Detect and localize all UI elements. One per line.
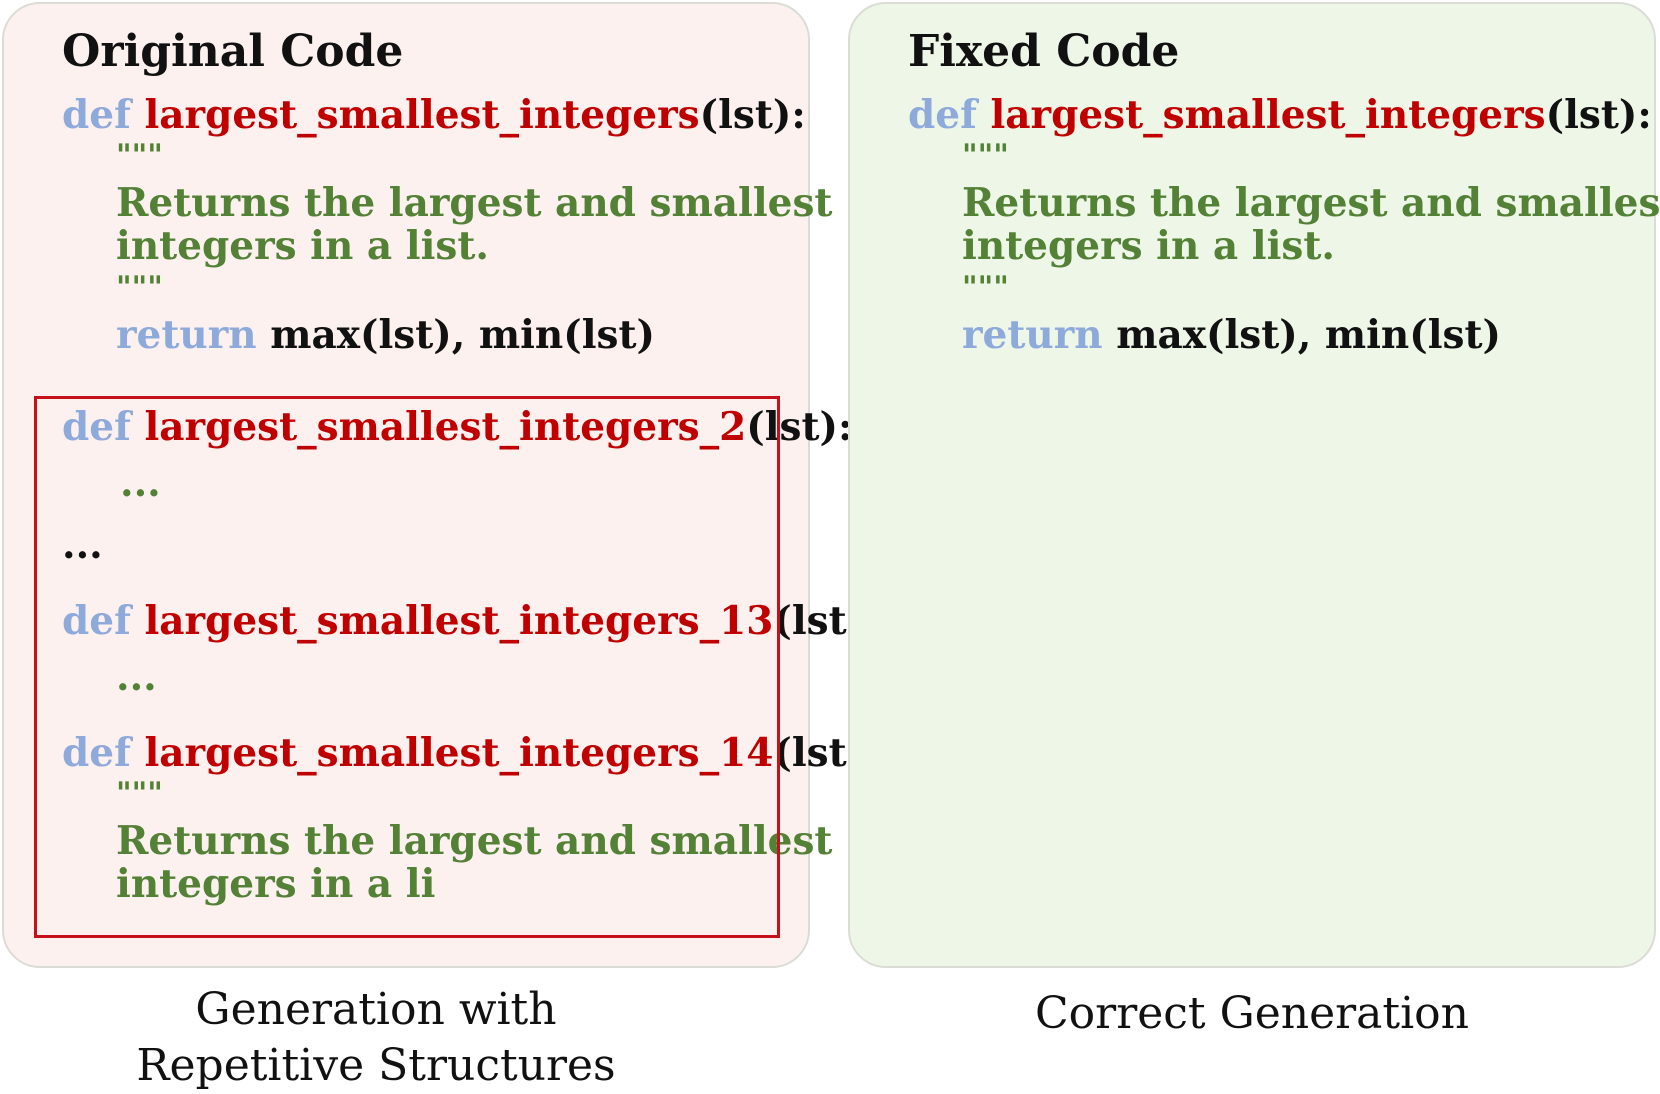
- caption-line-1: Generation with: [195, 984, 557, 1035]
- docstring-line-1: Returns the largest and smallest: [116, 818, 833, 864]
- def-keyword: def: [62, 92, 131, 138]
- docstring-open-quotes: """: [962, 138, 1009, 173]
- function-params: (lst):: [746, 404, 853, 450]
- function-name: largest_smallest_integers_13: [144, 598, 774, 644]
- left-caption: Generation with Repetitive Structures: [0, 982, 752, 1094]
- fixed-code-panel: Fixed Code def largest_smallest_integers…: [848, 2, 1660, 968]
- docstring-line-1: Returns the largest and smallest: [962, 180, 1660, 226]
- function-params: (lst):: [699, 92, 806, 138]
- docstring-close-quotes: """: [116, 270, 163, 305]
- code-line-def: def largest_smallest_integers(lst):: [908, 92, 1652, 138]
- panel-title: Original Code: [62, 26, 404, 77]
- return-keyword: return: [116, 312, 257, 358]
- docstring-line-2: integers in a list.: [962, 223, 1335, 269]
- function-params: (lst):: [1545, 92, 1652, 138]
- function-name: largest_smallest_integers_14: [144, 730, 774, 776]
- docstring-close-quotes: """: [962, 270, 1009, 305]
- ellipsis-body-1: ...: [120, 460, 161, 506]
- def-keyword: def: [908, 92, 977, 138]
- return-expression: max(lst), min(lst): [270, 312, 655, 358]
- panel-title: Fixed Code: [908, 26, 1180, 77]
- ellipsis-body-2: ...: [116, 654, 157, 700]
- def-keyword: def: [62, 404, 131, 450]
- code-line-def: def largest_smallest_integers(lst):: [62, 92, 806, 138]
- code-line-def-14: def largest_smallest_integers_14(lst):: [62, 730, 879, 776]
- repetition-highlight-box: [34, 396, 780, 938]
- function-name: largest_smallest_integers: [144, 92, 700, 138]
- docstring-line-2-truncated: integers in a li: [116, 861, 436, 907]
- docstring-line-1: Returns the largest and smallest: [116, 180, 833, 226]
- caption-line-2: Repetitive Structures: [136, 1040, 616, 1091]
- return-expression: max(lst), min(lst): [1116, 312, 1501, 358]
- def-keyword: def: [62, 730, 131, 776]
- def-keyword: def: [62, 598, 131, 644]
- docstring-open-quotes: """: [116, 138, 163, 173]
- docstring-open-quotes: """: [116, 776, 163, 811]
- ellipsis-outer: ...: [62, 522, 103, 568]
- original-code-panel: Original Code def largest_smallest_integ…: [2, 2, 879, 968]
- function-name: largest_smallest_integers: [990, 92, 1546, 138]
- code-line-return: return max(lst), min(lst): [962, 312, 1501, 358]
- code-line-def-2: def largest_smallest_integers_2(lst):: [62, 404, 852, 450]
- return-keyword: return: [962, 312, 1103, 358]
- docstring-line-2: integers in a list.: [116, 223, 489, 269]
- right-caption: Correct Generation: [1035, 988, 1469, 1039]
- code-line-return: return max(lst), min(lst): [116, 312, 655, 358]
- function-name: largest_smallest_integers_2: [144, 404, 747, 450]
